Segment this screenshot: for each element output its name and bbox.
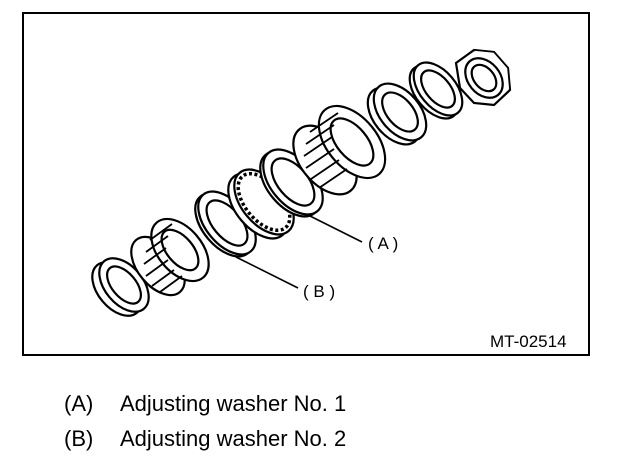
lock-nut — [454, 48, 512, 107]
leader-line-a — [305, 213, 363, 243]
callout-a: ( A ) — [368, 234, 398, 253]
legend-item: (A) Adjusting washer No. 1 — [64, 386, 346, 421]
callout-b: ( B ) — [303, 282, 335, 301]
legend-item: (B) Adjusting washer No. 2 — [64, 421, 346, 456]
legend-text: Adjusting washer No. 2 — [120, 426, 347, 451]
lock-washer — [408, 61, 464, 120]
roller-bearing-right — [292, 104, 387, 196]
legend-key: (B) — [64, 426, 94, 451]
outer-race-left — [91, 257, 150, 317]
leader-line-b — [235, 256, 299, 289]
outer-race-right — [366, 82, 428, 146]
figure-id: MT-02514 — [490, 332, 567, 351]
legend: (A) Adjusting washer No. 1 (B) Adjusting… — [64, 386, 346, 456]
legend-key: (A) — [64, 391, 94, 416]
legend-text: Adjusting washer No. 1 — [120, 391, 347, 416]
roller-bearing-left — [130, 217, 210, 297]
